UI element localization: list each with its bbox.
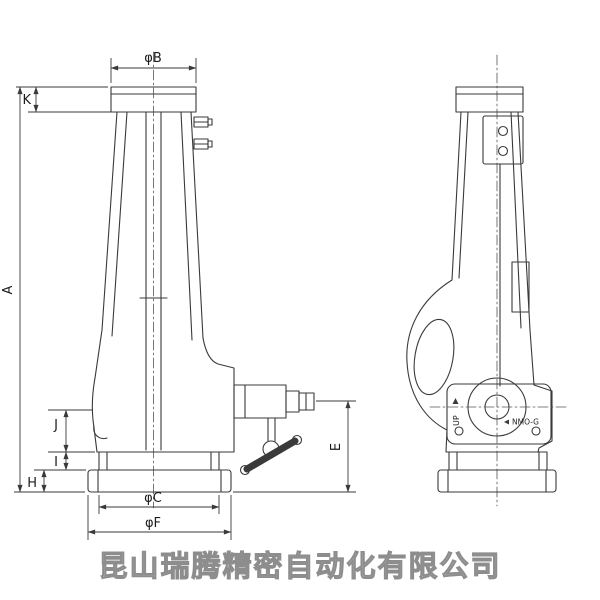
- dim-label-a: A: [1, 285, 16, 294]
- side-view: UP NMO-G: [406, 54, 567, 507]
- top-plate: [482, 115, 524, 165]
- base-plate: [87, 469, 232, 493]
- body-outline-side: [406, 111, 553, 453]
- dim-label-i: I: [54, 455, 58, 470]
- up-marking-label: UP: [452, 415, 461, 426]
- dim-phi-f: φF: [87, 495, 232, 540]
- company-watermark: 昆山瑞腾精密自动化有限公司: [98, 549, 502, 584]
- flange-ring-side: [448, 451, 548, 471]
- nmog-arrow-icon: [504, 419, 509, 425]
- cap-side: [455, 86, 524, 113]
- dim-i: I: [34, 451, 86, 471]
- dim-h: H: [27, 469, 47, 493]
- valve-handle: [243, 437, 299, 473]
- dim-j: J: [48, 409, 95, 453]
- dim-label-h: H: [27, 476, 37, 491]
- dimensions: φB K A J I: [1, 51, 356, 540]
- up-arrow-icon: [452, 398, 459, 404]
- nmog-marking-label: NMO-G: [512, 418, 539, 427]
- dim-label-phi-c: φC: [144, 491, 162, 506]
- dim-phi-c: φC: [98, 491, 220, 514]
- dim-label-k: K: [22, 93, 31, 108]
- dim-phi-b: φB: [110, 51, 197, 83]
- dim-label-phi-f: φF: [145, 516, 161, 531]
- body-outline: [91, 111, 235, 453]
- flange-ring: [98, 451, 220, 471]
- dim-k: K: [16, 86, 114, 113]
- dim-a: A: [1, 86, 85, 493]
- base-plate-side: [437, 469, 557, 493]
- dim-label-e: E: [329, 443, 344, 451]
- pump-housing: [446, 383, 552, 445]
- dim-label-phi-b: φB: [144, 51, 162, 66]
- pump-cylinder: [233, 384, 287, 419]
- front-view: [87, 51, 315, 509]
- carry-handle-hole: [413, 318, 455, 396]
- dim-label-j: J: [53, 418, 58, 433]
- dim-e: E: [233, 400, 356, 493]
